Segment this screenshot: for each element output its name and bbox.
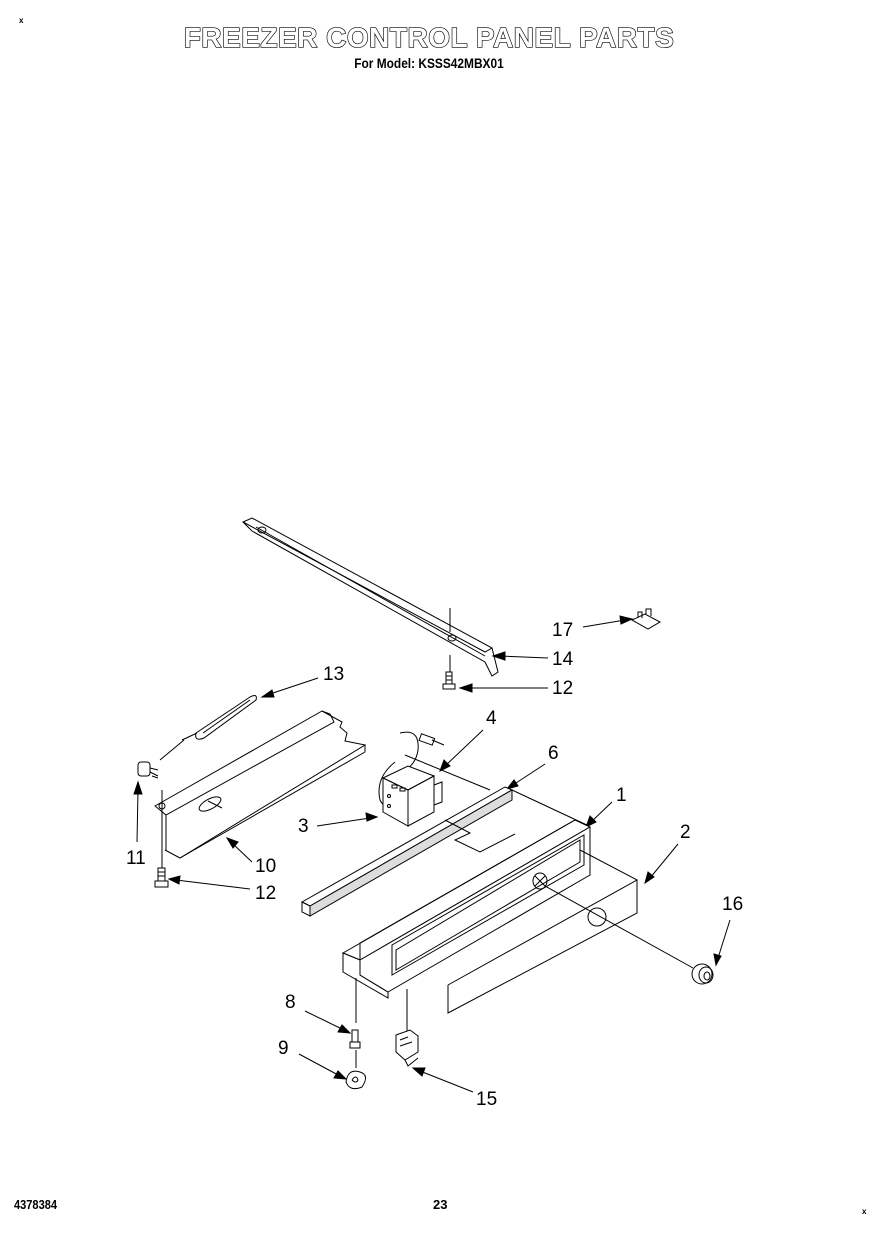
callout-13: 13 — [323, 664, 345, 685]
leader-lines — [133, 615, 731, 1093]
callout-12-top: 12 — [552, 678, 574, 699]
insulation-strip-part-6 — [300, 786, 590, 917]
callout-8: 8 — [285, 992, 296, 1013]
bracket-part-10 — [154, 710, 367, 868]
callout-12-bottom: 12 — [255, 883, 277, 904]
clip-part-11 — [137, 761, 159, 779]
callout-11: 11 — [126, 848, 146, 869]
page-number: 23 — [433, 1197, 448, 1212]
control-housing-part-1 — [341, 754, 592, 1035]
capillary-tube-part-13 — [159, 695, 257, 761]
speed-nut-part-9 — [345, 1070, 366, 1090]
screw-part-8 — [349, 1029, 361, 1068]
callout-4: 4 — [486, 708, 497, 729]
callout-10: 10 — [255, 856, 277, 877]
screw-icon — [442, 671, 456, 690]
knob-part-16 — [691, 963, 714, 985]
callout-6: 6 — [548, 743, 559, 764]
thermostat-part-3 — [378, 731, 445, 827]
callout-14: 14 — [552, 649, 574, 670]
page-title: FREEZER CONTROL PANEL PARTS — [183, 21, 675, 53]
registration-mark-bottom: x — [862, 1207, 867, 1216]
callout-16: 16 — [722, 894, 744, 915]
document-number: 4378384 — [14, 1197, 58, 1212]
light-socket-part-15 — [395, 1029, 419, 1067]
callout-17: 17 — [552, 620, 574, 641]
model-subtitle: For Model: KSSS42MBX01 — [354, 55, 504, 71]
callout-1: 1 — [616, 785, 627, 806]
callout-9: 9 — [278, 1038, 289, 1059]
callout-3: 3 — [298, 816, 309, 837]
callout-15: 15 — [476, 1089, 498, 1110]
callout-2: 2 — [680, 822, 691, 843]
registration-mark-top: x — [19, 16, 24, 25]
clip-part-17 — [630, 608, 662, 630]
panel-face-part-2 — [447, 849, 694, 1014]
screw-icon — [154, 867, 169, 888]
support-rail-part-14 — [241, 517, 499, 677]
